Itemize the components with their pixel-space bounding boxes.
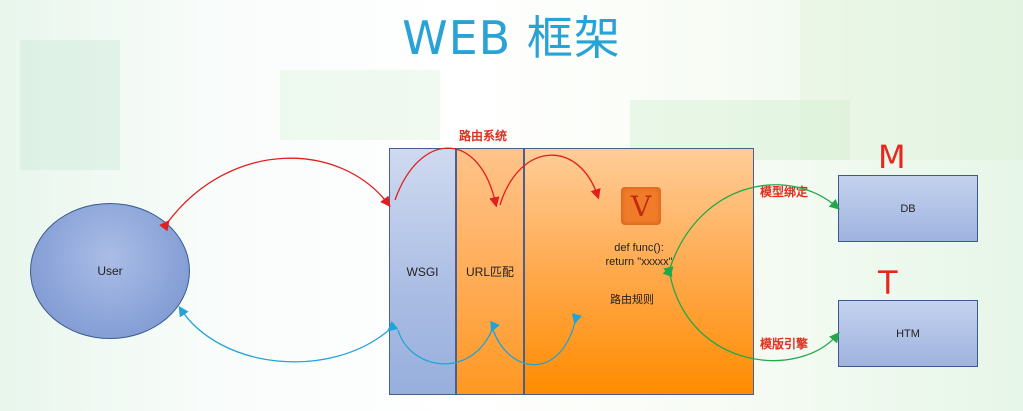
code-line-1: def func():: [614, 242, 664, 254]
db-box: DB: [838, 175, 978, 242]
db-label: DB: [900, 202, 916, 215]
url-match-box: URL匹配: [456, 148, 524, 395]
wsgi-box: WSGI: [389, 148, 456, 395]
template-engine-arrow: [663, 266, 840, 362]
v-letter: V: [630, 189, 652, 223]
response-arrow-func-url: [492, 313, 582, 366]
user-label: User: [97, 264, 123, 278]
background-block: [800, 0, 1023, 160]
model-binding-label: 模型绑定: [760, 185, 809, 199]
code-line-2: return "xxxxx": [605, 256, 673, 268]
route-system-label: 路由系统: [459, 129, 508, 143]
request-arrow-user-wsgi: [159, 157, 391, 232]
htm-label: HTM: [896, 327, 920, 340]
m-letter: M: [878, 138, 906, 176]
response-arrow-wsgi-user: [178, 305, 399, 363]
request-arrow-wsgi-url: [394, 147, 500, 208]
htm-box: HTM: [838, 300, 978, 367]
t-letter: T: [878, 264, 898, 302]
wsgi-label: WSGI: [406, 264, 439, 279]
code-block: def func(): return "xxxxx": [525, 241, 753, 269]
route-rule-label: 路由规则: [610, 294, 654, 306]
url-match-label: URL匹配: [465, 265, 514, 279]
request-arrow-url-func: [499, 154, 601, 206]
page-title: WEB 框架: [402, 11, 621, 65]
response-arrow-url-wsgi: [397, 320, 500, 365]
model-binding-arrow: [662, 184, 840, 278]
v-stamp: V: [621, 187, 661, 225]
background-block: [20, 40, 120, 170]
background-block: [280, 70, 440, 140]
